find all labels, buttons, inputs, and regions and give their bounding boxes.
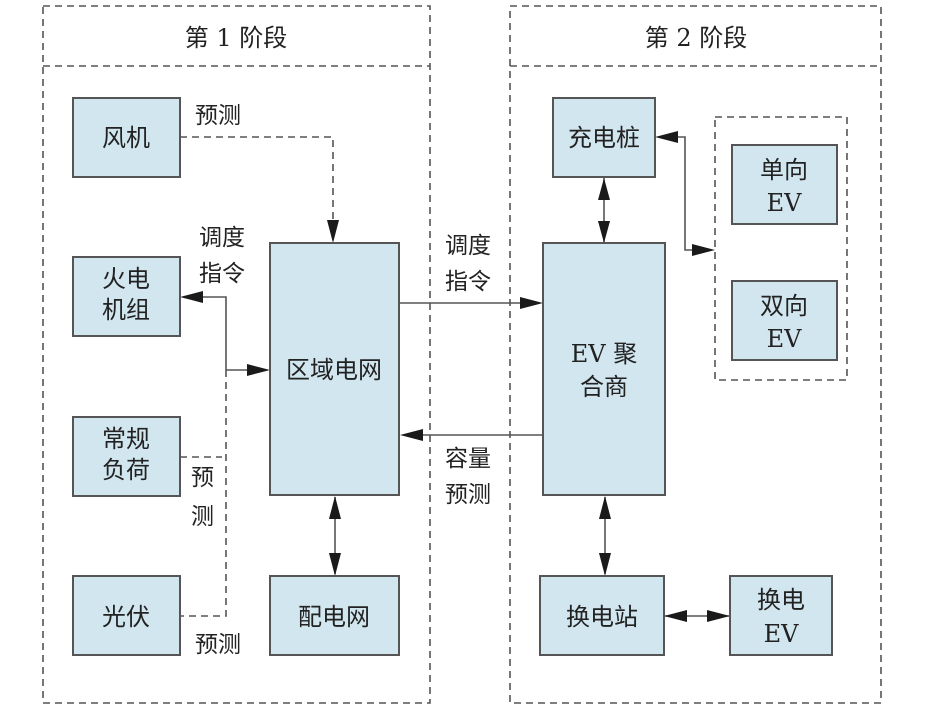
- stage1-panel: 第 1 阶段: [42, 5, 431, 704]
- node-wind-label: 风机: [102, 124, 150, 152]
- node-distribution-grid: 配电网: [269, 575, 400, 656]
- dispatch-mid-label-1: 调度: [445, 233, 491, 259]
- wind-forecast-line: [180, 136, 334, 230]
- node-distribution-grid-label: 配电网: [298, 603, 370, 631]
- aggregator-swap-arrow-up: [599, 496, 611, 519]
- node-bidirectional-ev: 双向 EV: [731, 280, 838, 361]
- stage2-panel: 第 2 阶段: [509, 5, 882, 704]
- node-unidirectional-ev-label-2: EV: [767, 189, 803, 217]
- node-load: 常规 负荷: [72, 416, 181, 497]
- aggregator-swap-arrow-down: [599, 553, 611, 576]
- capacity-forecast-label-2: 预测: [445, 482, 491, 508]
- node-swap-ev: 换电 EV: [729, 575, 833, 656]
- grid-distribution-arrow-up: [329, 496, 341, 519]
- node-thermal-label-1: 火电: [102, 265, 150, 293]
- node-load-label-1: 常规: [102, 425, 150, 453]
- node-pv-label: 光伏: [102, 603, 150, 631]
- node-ev-aggregator-label-1: EV 聚: [571, 340, 637, 368]
- to-regional-grid-arrowhead: [247, 364, 270, 376]
- wind-forecast-label: 预测: [195, 103, 241, 129]
- node-regional-grid: 区域电网: [269, 242, 400, 496]
- dispatch-left-label-1: 调度: [199, 225, 245, 251]
- pv-forecast-label: 预测: [195, 632, 241, 658]
- node-charging-pile: 充电桩: [552, 97, 656, 178]
- node-swap-ev-label-1: 换电: [757, 586, 805, 614]
- pv-forecast-line: [180, 370, 227, 617]
- wind-forecast-arrowhead: [327, 220, 339, 243]
- dispatch-thermal-line: [195, 296, 227, 370]
- node-pv: 光伏: [72, 575, 181, 656]
- stage2-title: 第 2 阶段: [645, 24, 748, 52]
- node-wind: 风机: [72, 97, 181, 178]
- dispatch-left-label-2: 指令: [199, 261, 245, 287]
- pile-evgroup-link: [670, 136, 700, 251]
- node-swap-station: 换电站: [539, 575, 665, 656]
- ev-group-border: [714, 116, 848, 381]
- node-swap-station-label: 换电站: [566, 603, 638, 631]
- node-bidirectional-ev-label-2: EV: [767, 325, 803, 353]
- node-thermal: 火电 机组: [72, 256, 181, 337]
- node-charging-pile-label: 充电桩: [568, 124, 640, 152]
- pile-evgroup-arrow-left: [655, 131, 678, 143]
- node-load-label-2: 负荷: [102, 456, 150, 484]
- stage1-title: 第 1 阶段: [185, 24, 288, 52]
- node-unidirectional-ev-label-1: 单向: [760, 156, 808, 184]
- pile-aggregator-arrow-down: [598, 221, 610, 243]
- node-ev-aggregator-label-2: 合商: [580, 373, 628, 401]
- node-regional-grid-label: 区域电网: [286, 356, 382, 384]
- grid-distribution-arrow-down: [329, 553, 341, 576]
- pile-evgroup-arrow-right: [692, 244, 715, 256]
- capacity-forecast-label-1: 容量: [445, 446, 491, 472]
- stage2-border: [509, 5, 882, 704]
- swap-ev-arrow-right: [707, 610, 730, 622]
- node-thermal-label-2: 机组: [102, 296, 150, 324]
- load-forecast-label-2: 测: [191, 504, 214, 530]
- dispatch-thermal-arrowhead: [180, 291, 203, 303]
- node-ev-aggregator: EV 聚 合商: [542, 242, 666, 496]
- swap-ev-arrow-left: [664, 610, 687, 622]
- dispatch-mid-label-2: 指令: [445, 269, 491, 295]
- capacity-forecast-arrowhead: [400, 429, 423, 441]
- node-unidirectional-ev: 单向 EV: [731, 144, 838, 225]
- node-swap-ev-label-2: EV: [764, 620, 800, 648]
- dispatch-aggregator-arrowhead: [520, 297, 543, 309]
- stage1-border: [42, 5, 431, 704]
- load-forecast-label-1: 预: [191, 465, 214, 491]
- pile-aggregator-arrow-up: [598, 178, 610, 200]
- node-bidirectional-ev-label-1: 双向: [760, 292, 808, 320]
